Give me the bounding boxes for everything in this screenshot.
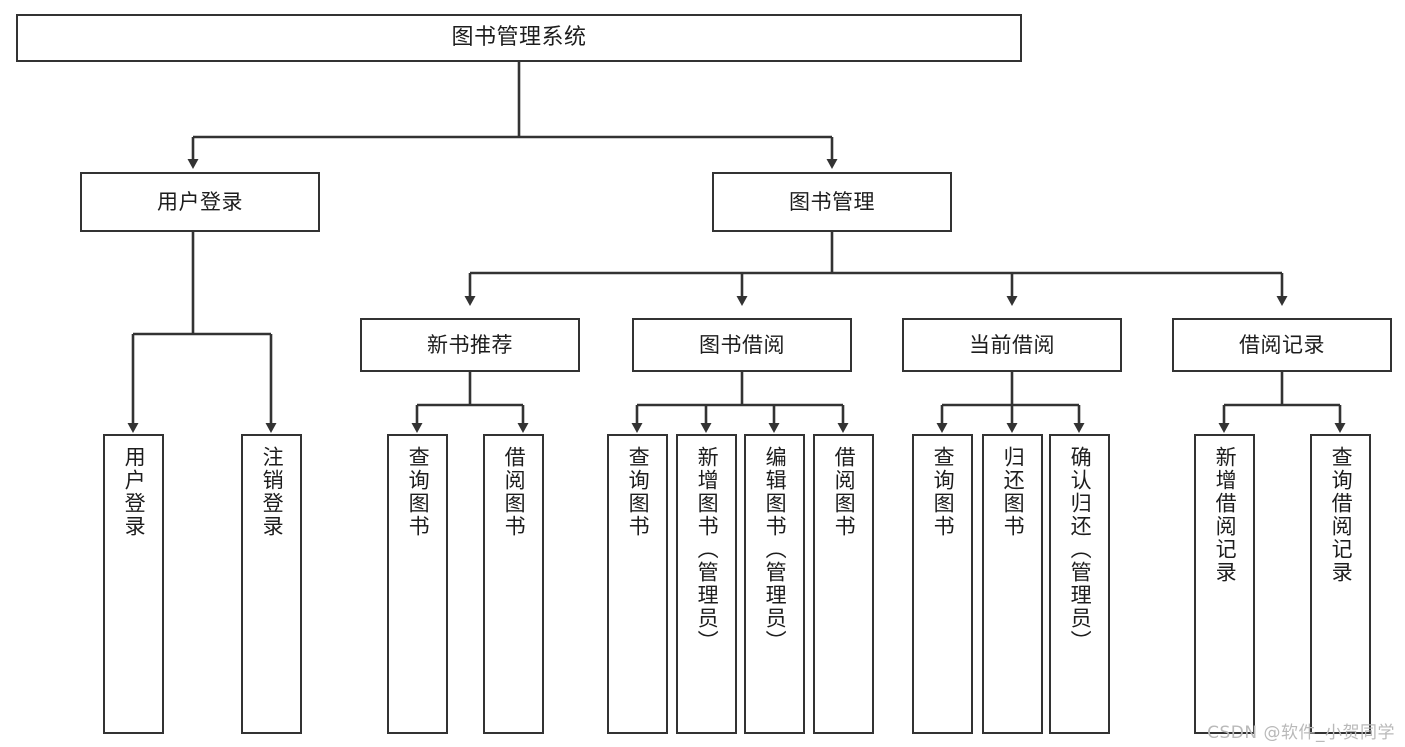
leaf-query-borrow-record[interactable]: 查询借阅记录 (1310, 434, 1371, 734)
node-label: 借阅记录 (1239, 332, 1325, 357)
node-label: 图书管理 (789, 189, 875, 214)
leaf-logout[interactable]: 注销登录 (241, 434, 302, 734)
node-label: 确认归还（管理员） (1068, 446, 1093, 653)
leaf-borrow-book[interactable]: 借阅图书 (813, 434, 874, 734)
node-root-system[interactable]: 图书管理系统 (16, 14, 1022, 62)
node-label: 新增借阅记录 (1213, 446, 1238, 584)
node-label: 当前借阅 (969, 332, 1055, 357)
leaf-borrow-book-new[interactable]: 借阅图书 (483, 434, 544, 734)
leaf-add-borrow-record[interactable]: 新增借阅记录 (1194, 434, 1255, 734)
node-label: 图书管理系统 (451, 25, 587, 51)
node-label: 查询图书 (626, 446, 651, 538)
leaf-user-login[interactable]: 用户登录 (103, 434, 164, 734)
leaf-return-book[interactable]: 归还图书 (982, 434, 1043, 734)
node-label: 注销登录 (260, 446, 285, 538)
leaf-query-book-new[interactable]: 查询图书 (387, 434, 448, 734)
node-label: 查询图书 (931, 446, 956, 538)
node-label: 编辑图书（管理员） (763, 446, 788, 653)
node-label: 图书借阅 (699, 332, 785, 357)
node-label: 查询图书 (406, 446, 431, 538)
node-borrow-record[interactable]: 借阅记录 (1172, 318, 1392, 372)
leaf-query-book-borrow[interactable]: 查询图书 (607, 434, 668, 734)
node-label: 归还图书 (1001, 446, 1026, 538)
node-book-borrow[interactable]: 图书借阅 (632, 318, 852, 372)
leaf-confirm-return-admin[interactable]: 确认归还（管理员） (1049, 434, 1110, 734)
leaf-query-book-current[interactable]: 查询图书 (912, 434, 973, 734)
node-new-book-recommend[interactable]: 新书推荐 (360, 318, 580, 372)
node-label: 用户登录 (122, 446, 147, 538)
watermark-text: CSDN @软件_小贺同学 (1207, 723, 1395, 743)
node-user-login[interactable]: 用户登录 (80, 172, 320, 232)
node-current-borrow[interactable]: 当前借阅 (902, 318, 1122, 372)
leaf-edit-book-admin[interactable]: 编辑图书（管理员） (744, 434, 805, 734)
node-label: 用户登录 (157, 189, 243, 214)
node-label: 借阅图书 (832, 446, 857, 538)
node-label: 借阅图书 (502, 446, 527, 538)
node-label: 新增图书（管理员） (695, 446, 720, 653)
leaf-add-book-admin[interactable]: 新增图书（管理员） (676, 434, 737, 734)
node-book-management[interactable]: 图书管理 (712, 172, 952, 232)
node-label: 新书推荐 (427, 332, 513, 357)
node-label: 查询借阅记录 (1329, 446, 1354, 584)
